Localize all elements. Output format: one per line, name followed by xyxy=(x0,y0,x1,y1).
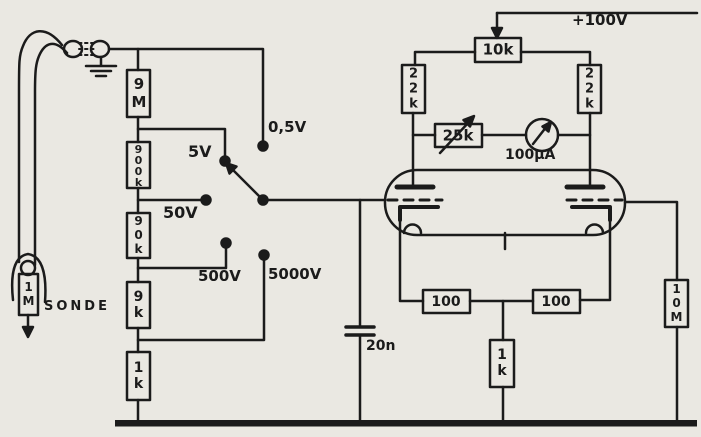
resistor-1k-cathode-label: 1k xyxy=(494,347,510,379)
switch-wiper xyxy=(224,161,265,202)
coax-connector-icon xyxy=(62,39,111,59)
cathode-left xyxy=(398,205,440,222)
tube-right-triode xyxy=(564,184,624,235)
capacitor-label: 20n xyxy=(366,338,396,354)
meter-label: 100µA xyxy=(505,147,556,163)
cathode-right xyxy=(570,205,612,222)
resistor-1k-divider-label: 1k xyxy=(130,360,147,392)
resistor-10k-box xyxy=(473,36,523,64)
resistor-90k-label: 90k xyxy=(131,214,146,256)
cathode-network xyxy=(398,217,612,422)
resistor-100-left-label: 100 xyxy=(431,294,461,310)
resistor-22k-right-label: 22k xyxy=(582,66,597,112)
switch-contact-5000v xyxy=(258,249,270,261)
range-0p5v-label: 0,5V xyxy=(268,118,307,136)
heater-right xyxy=(584,223,605,235)
ground-icon xyxy=(84,55,118,78)
grid-resistor-branch xyxy=(623,200,690,423)
resistor-10k-label: 10k xyxy=(482,40,514,59)
resistor-900k-label: 900k xyxy=(132,143,145,187)
probe-name-label: SONDE xyxy=(44,299,110,314)
range-5v-label: 5V xyxy=(188,142,212,161)
plate-supply-wire-right xyxy=(519,50,592,67)
resistor-9m-label: 9M xyxy=(130,75,148,111)
ground-bus xyxy=(115,420,697,427)
probe-tip-arrow xyxy=(21,313,35,339)
switch-contact-500v xyxy=(220,237,232,249)
capacitor-20n xyxy=(344,198,376,423)
tube-left-triode xyxy=(386,184,444,235)
plate-supply-wire-left xyxy=(413,50,477,67)
range-5000v-label: 5000V xyxy=(268,265,322,283)
input-top-wire xyxy=(107,47,265,146)
zero-adjust-network xyxy=(411,114,592,155)
resistor-9k-label: 9k xyxy=(130,289,147,321)
resistor-10m-label: 10M xyxy=(669,282,684,324)
resistor-22k-left-label: 22k xyxy=(406,66,421,112)
heater-left xyxy=(402,223,423,235)
probe-body xyxy=(11,252,47,339)
supply-label: +100V xyxy=(572,11,628,29)
probe-cable xyxy=(17,30,69,267)
resistor-100-right-label: 100 xyxy=(541,294,571,310)
range-switch xyxy=(136,127,270,342)
resistor-25k-label: 25k xyxy=(442,126,474,145)
range-50v-label: 50V xyxy=(163,203,198,222)
switch-contact-0p5v xyxy=(257,140,269,152)
resistor-1m-probe-label: 1M xyxy=(21,280,36,308)
range-500v-label: 500V xyxy=(198,267,241,285)
resistor-100-right-box xyxy=(531,288,582,315)
supply-wire xyxy=(490,11,699,40)
switch-contact-50v xyxy=(200,194,212,206)
